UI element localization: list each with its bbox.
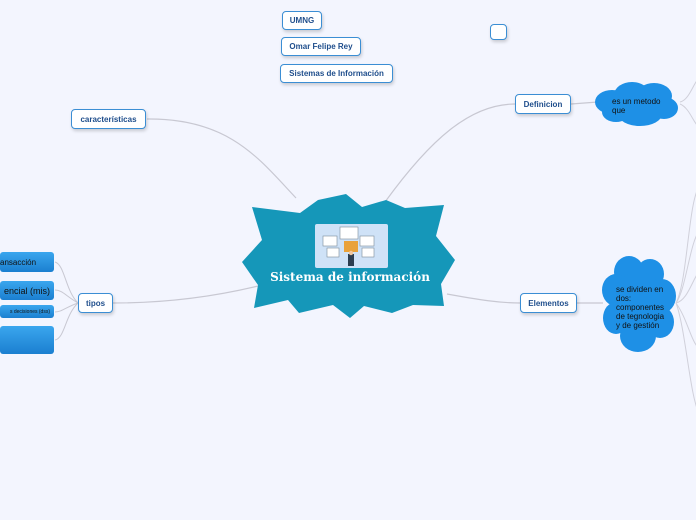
connector-elementos (446, 293, 521, 304)
node-subject[interactable]: Sistemas de Información (280, 64, 393, 83)
node-definicion[interactable]: Definicion (515, 94, 571, 114)
tipos-item-transaccion[interactable]: ansacción (0, 252, 54, 272)
node-author-label: Omar Felipe Rey (289, 42, 353, 51)
central-title: Sistema de información (270, 270, 430, 284)
connector-right-edge-7 (675, 302, 696, 407)
cloud-definicion-text: es un metodo que (612, 97, 661, 115)
computer-network-illustration (315, 224, 388, 268)
tipos-item-label: encial (mis) (3, 285, 50, 296)
node-author[interactable]: Omar Felipe Rey (281, 37, 361, 56)
node-subject-label: Sistemas de Información (289, 69, 384, 78)
node-tipos[interactable]: tipos (78, 293, 113, 313)
connector-right-edge-6 (675, 302, 696, 346)
connector-tipos (112, 285, 259, 304)
connector-definicion (384, 103, 516, 203)
connector-right-edge-5 (675, 275, 696, 304)
connector-definicion-cloud (570, 101, 599, 105)
empty-node[interactable] (490, 24, 507, 40)
connector-right-edge-3 (675, 192, 696, 304)
cloud-elementos-text: se dividen en dos: componentes de tegnol… (616, 285, 665, 330)
tipos-item-decisiones[interactable]: s decisiones (dss) (0, 305, 54, 318)
node-elementos[interactable]: Elementos (520, 293, 577, 313)
tipos-item-gerencial[interactable]: encial (mis) (0, 281, 54, 300)
node-umng[interactable]: UMNG (282, 11, 322, 30)
connector-tipos-2 (54, 289, 79, 304)
node-caracteristicas-label: características (80, 114, 137, 124)
connector-right-edge-1 (679, 81, 696, 103)
connector-caracteristicas (146, 118, 297, 199)
node-umng-label: UMNG (289, 16, 315, 25)
connector-tipos-3 (54, 302, 79, 313)
cloud-definicion[interactable] (592, 80, 682, 128)
node-elementos-label: Elementos (528, 298, 569, 308)
node-caracteristicas[interactable]: características (71, 109, 146, 129)
node-definicion-label: Definicion (523, 99, 563, 109)
tipos-item-empty[interactable] (0, 326, 54, 354)
connector-tipos-1 (54, 261, 79, 304)
connector-right-edge-4 (675, 235, 696, 304)
tipos-item-label: ansacción (0, 257, 37, 267)
connector-right-edge-2 (679, 103, 696, 125)
connector-tipos-4 (54, 302, 79, 341)
cloud-elementos[interactable] (598, 252, 680, 356)
node-tipos-label: tipos (85, 298, 106, 308)
tipos-item-label: s decisiones (dss) (9, 308, 50, 315)
